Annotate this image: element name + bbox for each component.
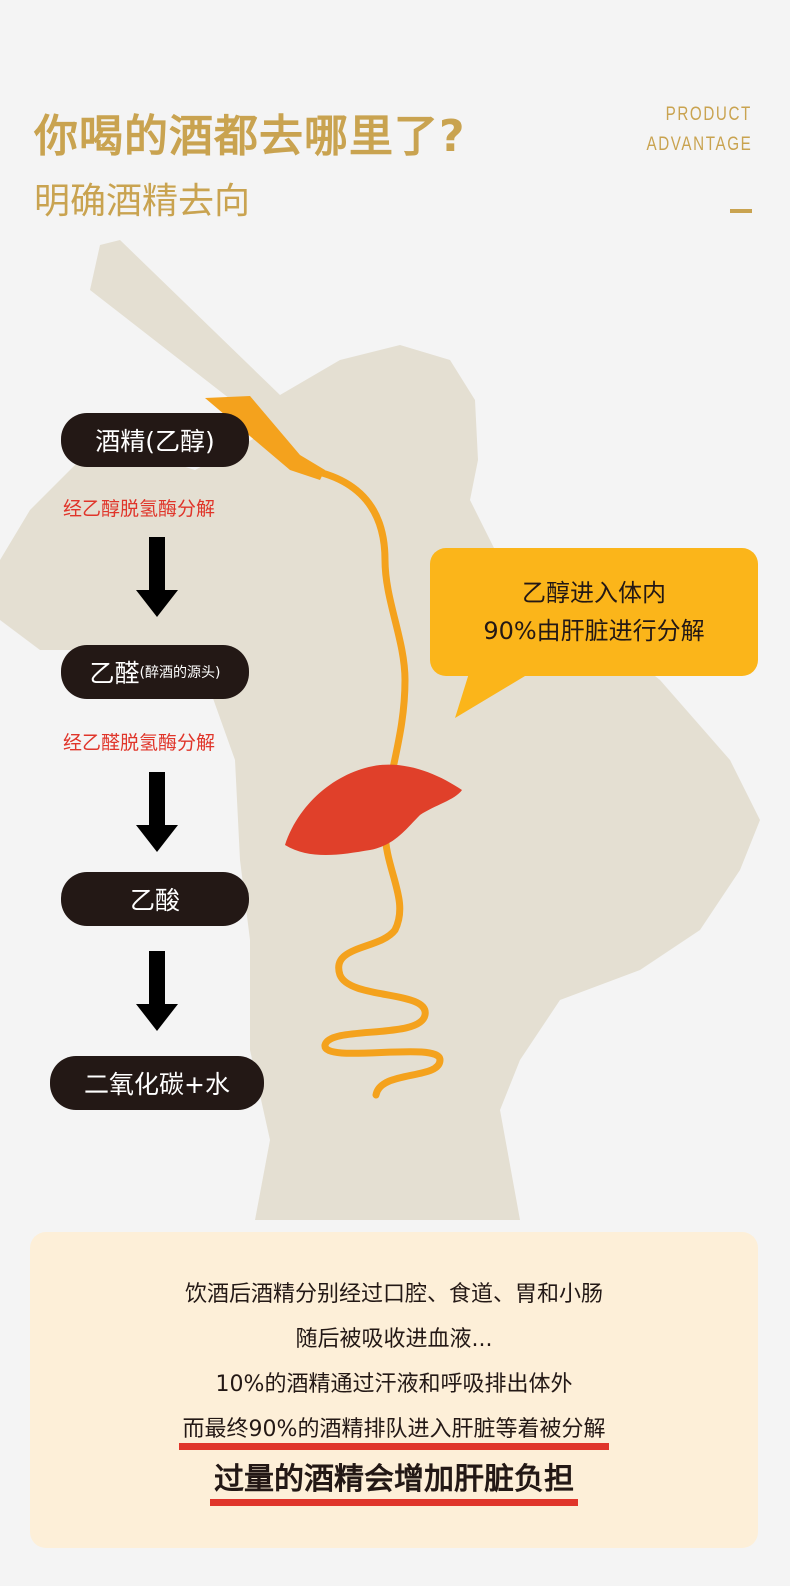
en-label-advantage: ADVANTAGE	[646, 134, 752, 155]
step-acetaldehyde-label: 乙醛	[89, 659, 140, 688]
summary-box: 饮酒后酒精分别经过口腔、食道、胃和小肠 随后被吸收进血液... 10%的酒精通过…	[30, 1232, 758, 1548]
person-silhouette	[0, 240, 760, 1220]
down-arrow-icon	[136, 772, 178, 852]
down-arrow-icon	[136, 951, 178, 1031]
en-label-product: PRODUCT	[665, 104, 752, 125]
step-acetic-acid: 乙酸	[61, 872, 249, 926]
digestive-tract	[306, 466, 444, 1099]
speech-bubble: 乙醇进入体内 90%由肝脏进行分解	[430, 548, 758, 676]
accent-dash	[730, 209, 752, 213]
liver-icon	[285, 764, 462, 855]
step-ethanol: 酒精(乙醇)	[61, 413, 249, 467]
summary-line-4: 而最终90%的酒精排队进入肝脏等着被分解	[178, 1407, 610, 1452]
summary-line-1: 饮酒后酒精分别经过口腔、食道、胃和小肠	[184, 1282, 603, 1307]
enzyme-label-1: 经乙醇脱氢酶分解	[63, 498, 216, 520]
enzyme-label-2: 经乙醛脱氢酶分解	[63, 732, 216, 754]
summary-line-4-text: 而最终90%的酒精排队进入肝脏等着被分解	[182, 1417, 606, 1442]
summary-line-3: 10%的酒精通过汗液和呼吸排出体外	[215, 1372, 573, 1397]
bubble-line-2: 90%由肝脏进行分解	[483, 617, 705, 645]
bubble-line-1: 乙醇进入体内	[522, 579, 666, 607]
bubble-tail	[455, 670, 535, 718]
summary-line-5: 过量的酒精会增加肝脏负担	[210, 1452, 578, 1508]
summary-line-5-text: 过量的酒精会增加肝脏负担	[214, 1462, 574, 1497]
summary-line-2: 随后被吸收进血液...	[295, 1327, 493, 1352]
step-acetaldehyde-note: (醉酒的源头)	[139, 665, 221, 681]
down-arrow-icon	[136, 537, 178, 617]
step-co2-water: 二氧化碳+水	[50, 1056, 264, 1110]
page-title: 你喝的酒都去哪里了?	[34, 111, 466, 162]
page-subtitle: 明确酒精去向	[34, 181, 251, 222]
step-acetaldehyde: 乙醛(醉酒的源头)	[61, 645, 249, 699]
